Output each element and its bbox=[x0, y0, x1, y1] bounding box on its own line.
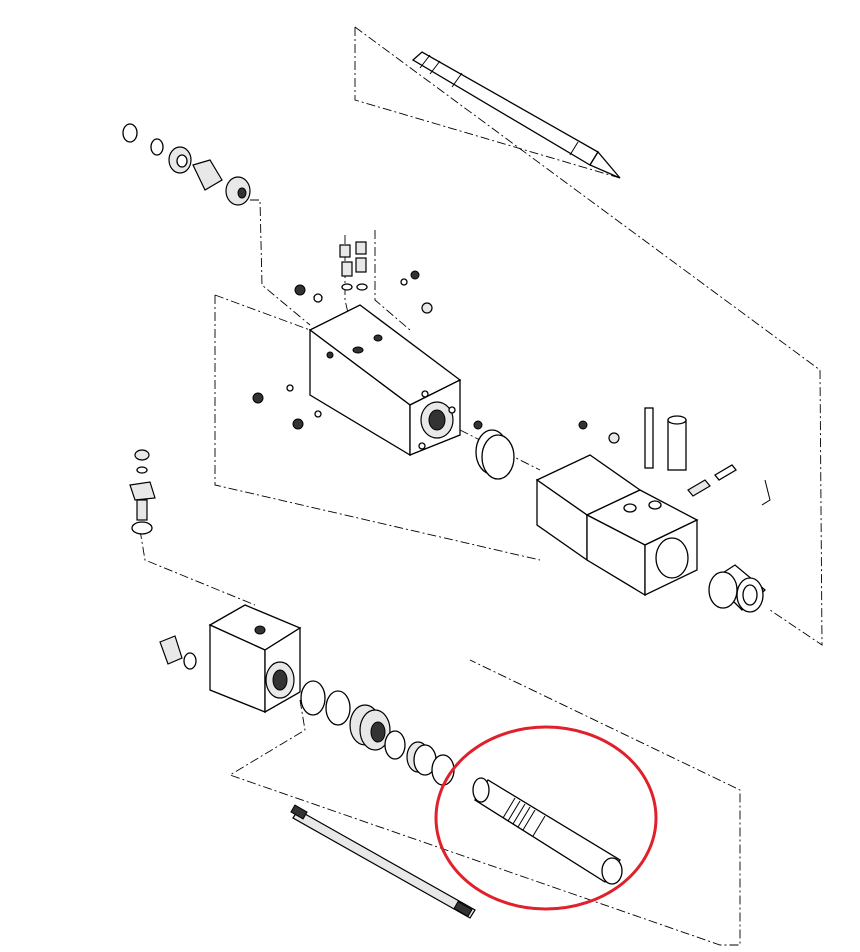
assembly-leader-lines bbox=[139, 26, 823, 946]
plug-screw bbox=[129, 449, 156, 535]
piston-part bbox=[472, 777, 623, 885]
o-rings-middle bbox=[475, 429, 515, 480]
highlight-circle bbox=[434, 725, 658, 911]
lower-valve-block bbox=[159, 604, 302, 714]
o-rings-lower bbox=[300, 680, 455, 786]
sleeve-part bbox=[708, 564, 767, 613]
fittings bbox=[252, 241, 483, 430]
main-valve-block bbox=[308, 304, 462, 457]
pencil-part bbox=[411, 51, 621, 179]
valve-cartridge-parts bbox=[122, 123, 251, 206]
right-housing-block bbox=[535, 407, 771, 597]
threaded-rod bbox=[290, 804, 476, 919]
